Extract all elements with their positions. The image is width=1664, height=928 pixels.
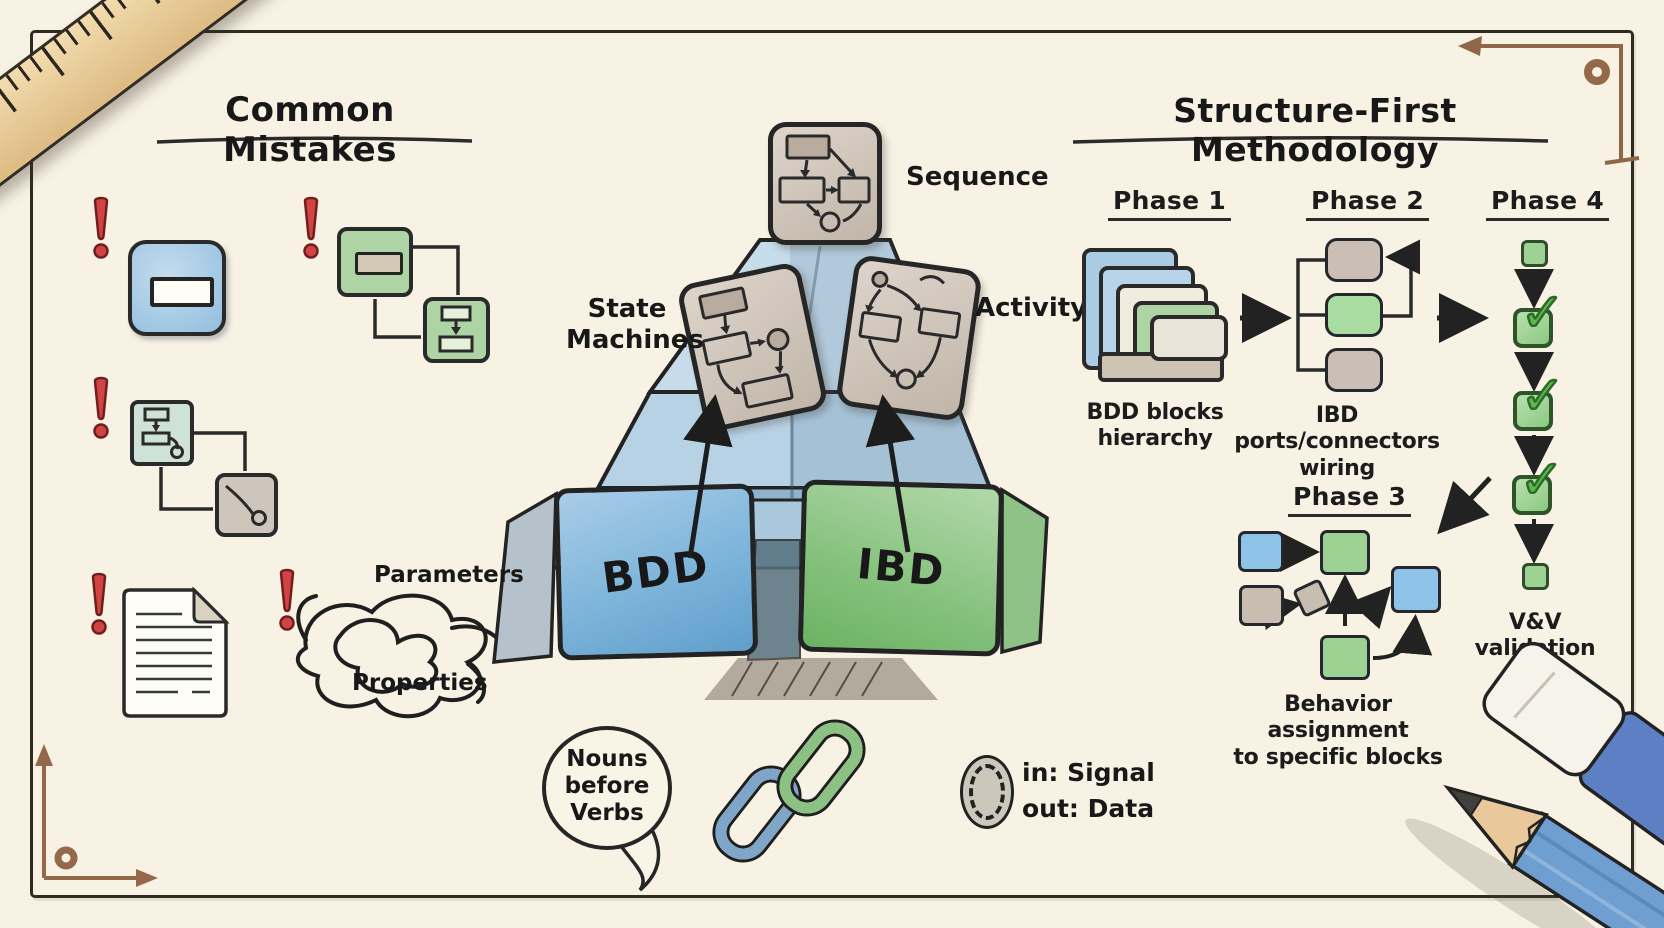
mini-flow (438, 305, 474, 353)
sequence-diagram-card (768, 122, 882, 245)
mini-flow (698, 286, 794, 409)
port-icon (960, 755, 1014, 829)
mini-flow (858, 270, 962, 390)
properties-label: Properties (352, 670, 488, 696)
phase1-caption: BDD blocks hierarchy (1086, 400, 1224, 452)
mistake-empty-block-icon (128, 240, 226, 336)
phase2-caption: IBD ports/connectors wiring (1234, 403, 1440, 481)
mistake-decomposition-box2 (423, 297, 490, 363)
exclamation-icon (93, 196, 109, 259)
inner-part-rect (355, 252, 403, 275)
axis-arrows-icon (35, 744, 158, 887)
phase-flow-arrows (1240, 293, 1492, 535)
phase4-start-square (1521, 240, 1548, 267)
mistake-decomposition-box1 (337, 227, 413, 297)
phase2-block-bottom (1325, 348, 1383, 392)
state-machines-label: State Machines (566, 294, 704, 355)
left-title-underline (156, 136, 473, 144)
mistake-behavior-gray-box (215, 473, 278, 537)
phase3-title: Phase 3 (1288, 482, 1412, 517)
tangled-scribble-icon (295, 593, 508, 719)
pyramid-up-arrows (683, 394, 916, 559)
exclamation-icon (279, 568, 295, 631)
exclamation-icon (93, 376, 109, 439)
mistake-connectors (159, 245, 460, 511)
exclamation-icon (91, 572, 107, 635)
activity-label: Activity (975, 293, 1088, 323)
mini-flow (141, 407, 184, 459)
methodology-title: Structure-First Methodology (1173, 91, 1457, 169)
speech-bubble-text: Nouns before Verbs (564, 746, 650, 827)
phase2-title: Phase 2 (1306, 186, 1430, 221)
checkbox-icon: ✓ (1512, 451, 1566, 515)
common-mistakes-title: Common Mistakes (223, 90, 397, 171)
mini-flow (225, 484, 267, 526)
right-title-underline (1072, 135, 1549, 144)
phase3-green-square (1320, 530, 1370, 575)
corner-bracket-icon (1458, 36, 1640, 165)
pencil-icon (1405, 784, 1664, 928)
empty-part-rect (150, 277, 214, 307)
phase1-stack-card (1150, 315, 1228, 361)
phase4-title: Phase 4 (1486, 186, 1610, 221)
mistake-behavior-box (130, 400, 194, 466)
phase2-block-mid (1325, 293, 1383, 337)
exclamation-icon (303, 196, 319, 259)
hand-drawn-frame (30, 30, 1634, 898)
parameters-label: Parameters (374, 562, 524, 588)
phase2-block-top (1325, 238, 1383, 282)
speech-bubble: Nouns before Verbs (542, 726, 672, 850)
port-in-label: in: Signal (1022, 758, 1155, 787)
port-out-label: out: Data (1022, 794, 1155, 823)
eraser-icon (1482, 641, 1664, 871)
document-icon (122, 586, 230, 718)
phase3-green-square2 (1320, 635, 1370, 680)
phase3-arrows (1259, 532, 1433, 660)
mini-flow (778, 134, 871, 233)
phase1-title: Phase 1 (1108, 186, 1232, 221)
state-machine-card (675, 260, 830, 434)
phase4-end-square (1522, 563, 1549, 590)
phase3-caption: Behavior assignment to specific blocks (1233, 692, 1443, 770)
phase2-wiring (1296, 239, 1420, 372)
activity-diagram-card (835, 253, 983, 423)
phase3-blue-square2 (1391, 566, 1441, 613)
sequence-label: Sequence (906, 162, 1049, 192)
